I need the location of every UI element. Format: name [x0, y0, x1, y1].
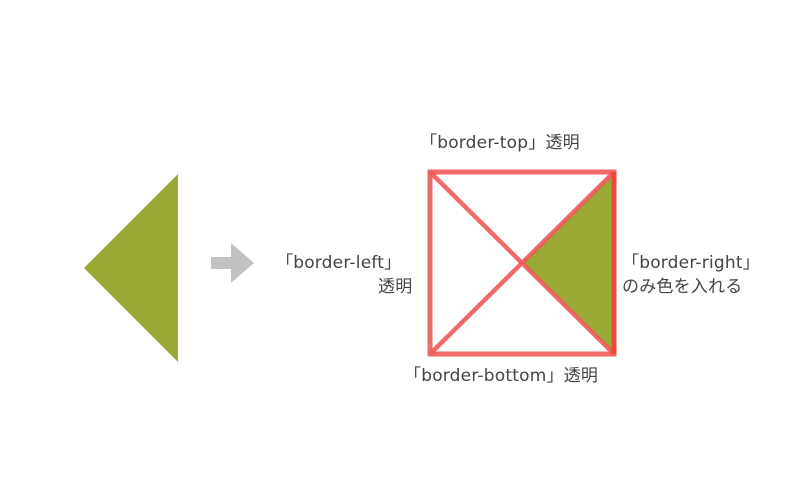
- border-right-note-label: のみ色を入れる: [622, 277, 743, 297]
- border-right-triangle: [522, 172, 614, 354]
- border-left-transparent-label: 透明: [378, 277, 413, 297]
- border-right-label: 「border-right」: [622, 253, 760, 273]
- border-top-label: 「border-top」透明: [420, 133, 580, 153]
- border-bottom-label: 「border-bottom」透明: [404, 366, 599, 386]
- result-triangle: [84, 174, 178, 362]
- diagonal-line-2: [428, 170, 616, 356]
- border-left-label: 「border-left」: [276, 253, 402, 273]
- arrow-icon: [211, 243, 254, 283]
